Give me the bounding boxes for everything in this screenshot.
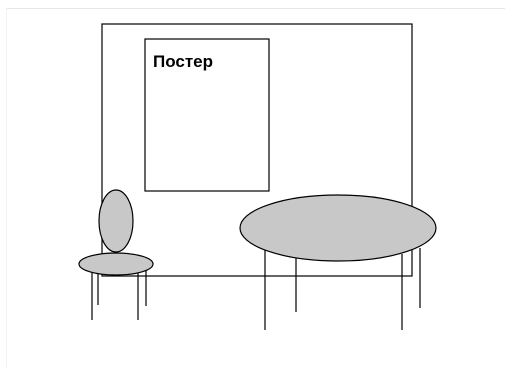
poster-label: Постер	[153, 52, 213, 71]
table-top	[240, 195, 436, 261]
table	[240, 195, 436, 330]
chair-back	[99, 190, 133, 252]
chair-seat	[79, 253, 153, 275]
chair	[79, 190, 153, 320]
